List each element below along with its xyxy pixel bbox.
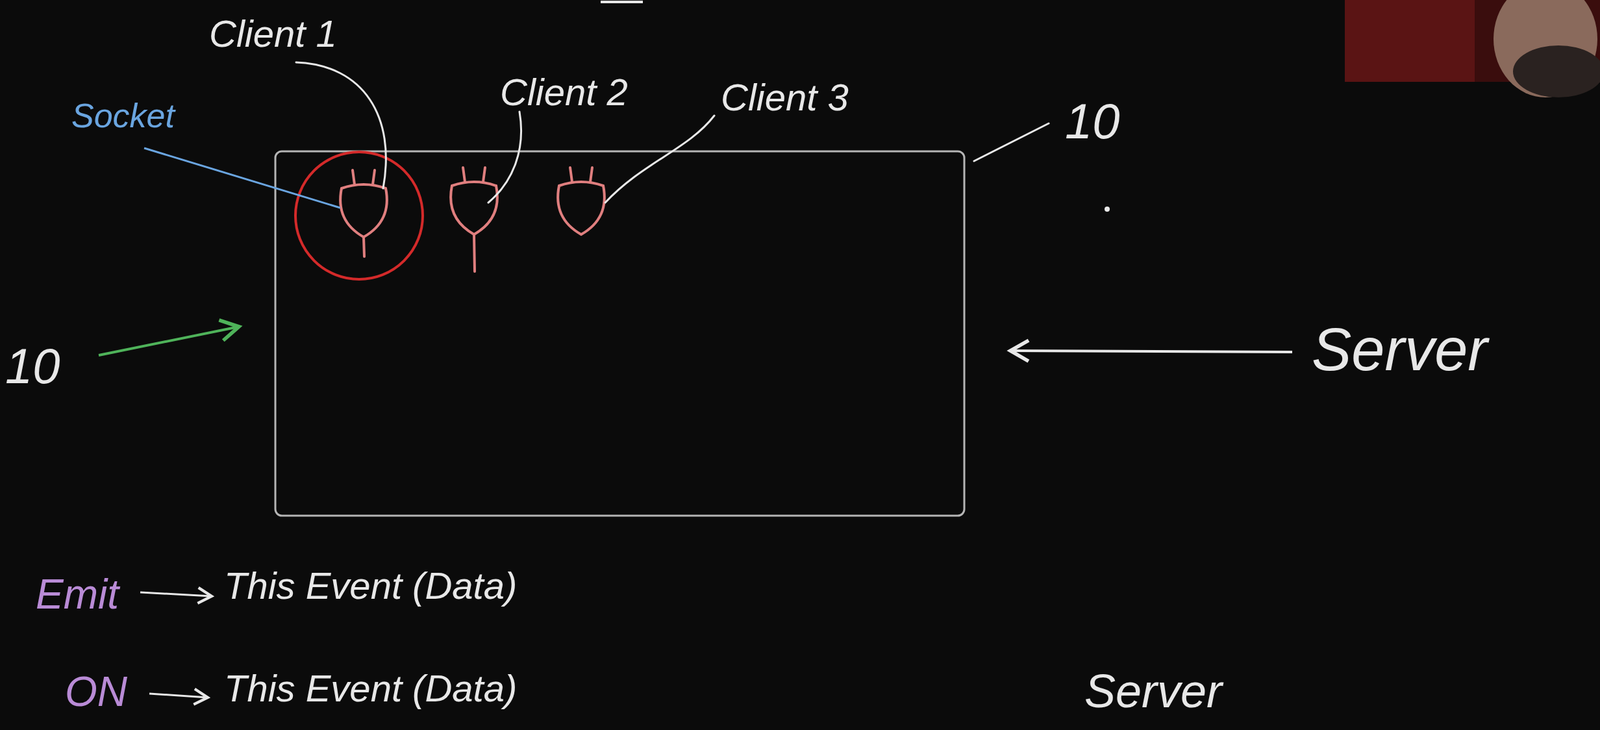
client-label: Client 2	[500, 71, 628, 113]
stray-mark	[600, 0, 643, 4]
socket-label: Socket	[71, 97, 175, 135]
event-label: This Event (Data)	[224, 564, 517, 607]
webcam-overlay	[1344, 0, 1600, 98]
client-label: Client 1	[209, 12, 338, 55]
server-box	[275, 151, 965, 516]
count-label: 10	[1064, 94, 1121, 149]
event-label: This Event (Data)	[224, 667, 517, 710]
server-arrow	[1010, 350, 1293, 352]
dot	[1104, 206, 1110, 212]
client-sockets	[340, 167, 605, 272]
method-label: ON	[64, 668, 128, 715]
on-arrow	[149, 693, 208, 698]
socket-leader	[144, 148, 341, 208]
input-arrow	[98, 326, 239, 356]
highlight-circle	[295, 151, 423, 280]
emit-arrow	[140, 592, 212, 597]
server-label: Server	[1311, 316, 1488, 383]
leader-lines	[296, 62, 1049, 203]
client-label: Client 3	[720, 76, 849, 119]
count-label: 10	[5, 338, 61, 394]
method-label: Emit	[35, 571, 119, 617]
server-label: Server	[1084, 665, 1223, 717]
